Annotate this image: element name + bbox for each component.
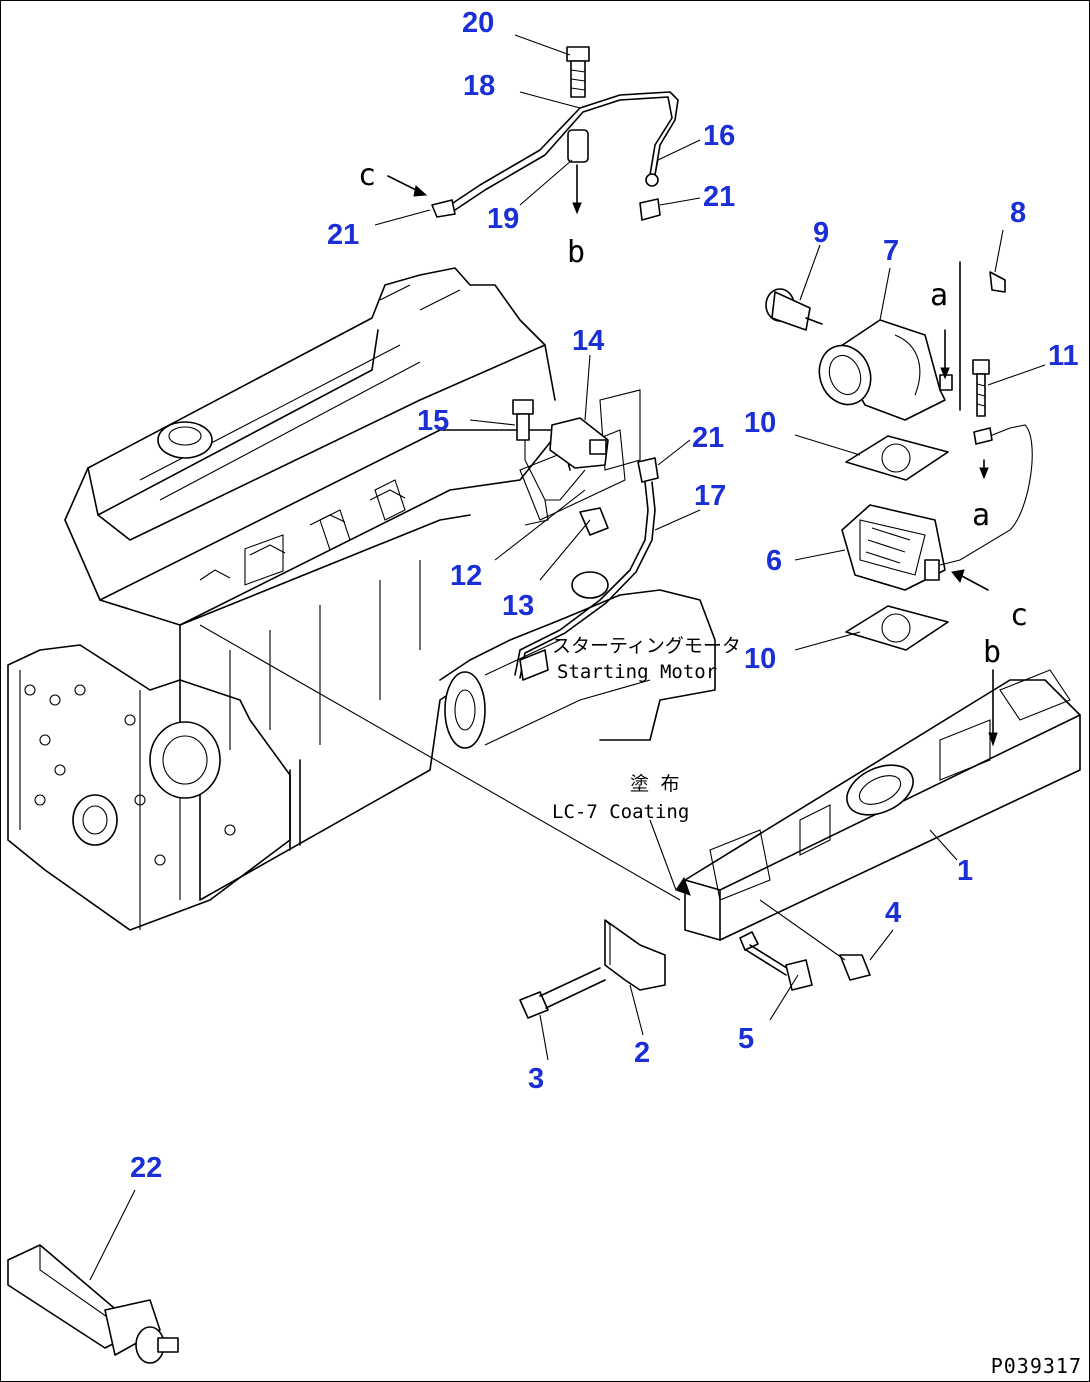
label-11: 11: [1048, 340, 1079, 372]
part-numbers: 20 18 16 19 21 21 9 7 8 11 14 15 21 10 1…: [130, 7, 1079, 1184]
label-3: 3: [528, 1063, 544, 1095]
label-16: 16: [703, 120, 735, 152]
starting-motor-note-en: Starting Motor: [557, 661, 717, 683]
ref-arrows: [387, 164, 998, 747]
leader-lines: [89, 34, 1046, 1281]
label-8: 8: [1010, 197, 1026, 229]
part-22-tool: [7, 1244, 179, 1364]
label-5: 5: [738, 1023, 754, 1055]
ref-a-mid: a: [972, 498, 990, 533]
annotations: スターティングモータ Starting Motor 塗 布 LC-7 Coati…: [552, 635, 741, 823]
label-19: 19: [487, 203, 519, 235]
ground-wire: [939, 424, 1033, 566]
ref-c-left: c: [358, 158, 376, 193]
guide-line: [199, 624, 681, 901]
label-18: 18: [463, 70, 495, 102]
ref-c-right: c: [1010, 598, 1028, 633]
coating-note-en: LC-7 Coating: [552, 801, 689, 823]
reference-letters: c b a a c b: [358, 158, 1028, 670]
label-4: 4: [885, 897, 901, 929]
thermostat-housing: [841, 504, 946, 591]
label-21-top-left: 21: [327, 219, 359, 251]
label-12: 12: [450, 560, 482, 592]
bolts-right: [972, 271, 1006, 417]
label-22: 22: [130, 1152, 162, 1184]
temperature-sensor: [765, 288, 823, 331]
ref-a-top: a: [930, 278, 948, 313]
label-7: 7: [883, 235, 899, 267]
lower-small-parts: [519, 899, 871, 1019]
top-wiring-harness: [431, 46, 679, 221]
label-17: 17: [694, 480, 726, 512]
gaskets: [845, 435, 949, 651]
label-21-top-right: 21: [703, 181, 735, 213]
ref-b-right: b: [983, 635, 1001, 670]
label-6: 6: [766, 545, 782, 577]
label-13: 13: [502, 590, 534, 622]
label-10-lower: 10: [744, 643, 776, 675]
water-manifold: [675, 669, 1081, 941]
drawing-number: P039317: [990, 1354, 1082, 1378]
label-10-upper: 10: [744, 407, 776, 439]
thermostat-cover: [818, 319, 953, 421]
engine-block: [7, 267, 716, 931]
ref-b-top: b: [567, 235, 585, 270]
label-15: 15: [417, 405, 449, 437]
label-20: 20: [462, 7, 494, 39]
side-wiring-harness: [512, 399, 659, 681]
label-14: 14: [572, 325, 604, 357]
label-2: 2: [634, 1037, 650, 1069]
label-1: 1: [957, 855, 973, 887]
label-9: 9: [813, 217, 829, 249]
label-21-middle: 21: [692, 422, 724, 454]
starting-motor-note-jp: スターティングモータ: [552, 635, 741, 657]
coating-note-jp: 塗 布: [630, 772, 679, 795]
